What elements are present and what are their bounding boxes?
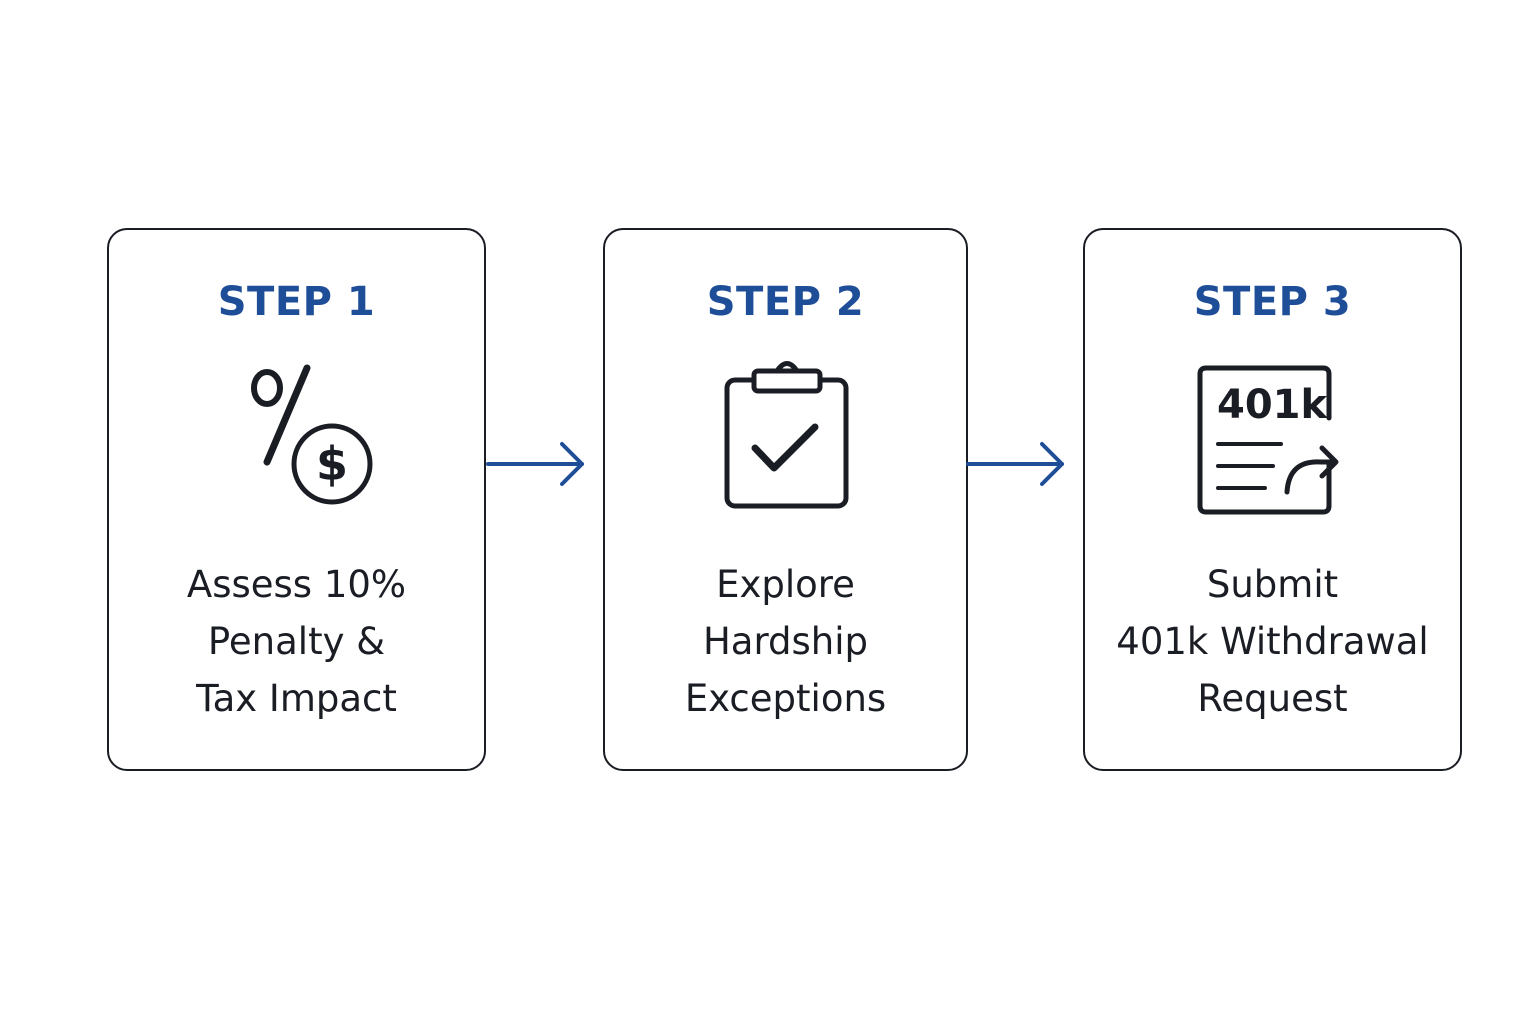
step-1-card: STEP 1 $ Assess 10% Penalty & Tax Impact: [107, 228, 486, 771]
document-401k-send-icon: 401k: [1191, 358, 1351, 518]
step-3-label: STEP 3: [1193, 279, 1352, 325]
step-2-description: Explore Hardship Exceptions: [605, 556, 966, 727]
arrow-right-icon: [486, 442, 584, 486]
percent-dollar-icon: $: [219, 358, 379, 518]
arrow-right-icon: [966, 442, 1064, 486]
step-1-line-2: Penalty &: [207, 620, 386, 663]
step-3-line-3: Request: [1197, 677, 1348, 720]
step-2-line-1: Explore: [716, 563, 855, 606]
step-2-label: STEP 2: [706, 279, 865, 325]
svg-text:$: $: [316, 437, 348, 491]
step-3-line-2: 401k Withdrawal: [1116, 620, 1429, 663]
step-2-line-3: Exceptions: [684, 677, 887, 720]
step-2-line-2: Hardship: [702, 620, 869, 663]
step-1-description: Assess 10% Penalty & Tax Impact: [109, 556, 484, 727]
step-3-card: STEP 3 401k Submit 401k Withdrawal Reque…: [1083, 228, 1462, 771]
step-1-line-1: Assess 10%: [186, 563, 407, 606]
step-3-description: Submit 401k Withdrawal Request: [1085, 556, 1460, 727]
document-401k-text: 401k: [1217, 382, 1328, 428]
step-2-card: STEP 2 Explore Hardship Exceptions: [603, 228, 968, 771]
step-1-label: STEP 1: [217, 279, 376, 325]
step-3-line-1: Submit: [1206, 563, 1339, 606]
clipboard-check-icon: [707, 358, 867, 518]
step-1-line-3: Tax Impact: [196, 677, 397, 720]
